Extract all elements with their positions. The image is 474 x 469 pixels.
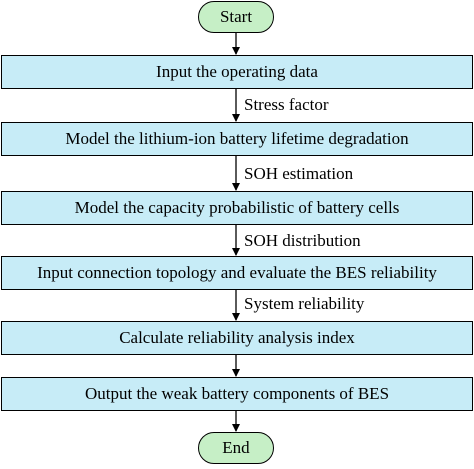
step-evaluate-reliability: Input connection topology and evaluate t… — [1, 256, 473, 290]
edge-label-stress-factor: Stress factor — [244, 95, 329, 114]
edge-label-soh-distribution: SOH distribution — [244, 231, 361, 250]
edge-label-system-reliability: System reliability — [244, 294, 365, 313]
step-model-degradation: Model the lithium-ion battery lifetime d… — [1, 122, 473, 156]
start-terminal: Start — [198, 1, 274, 33]
step-model-capacity: Model the capacity probabilistic of batt… — [1, 191, 473, 225]
edge-label-soh-estimation: SOH estimation — [244, 164, 354, 183]
step-calculate-index: Calculate reliability analysis index — [1, 321, 473, 355]
step-output-weak-components: Output the weak battery components of BE… — [1, 377, 473, 411]
end-terminal: End — [198, 432, 274, 464]
step-input-operating-data: Input the operating data — [1, 55, 473, 89]
